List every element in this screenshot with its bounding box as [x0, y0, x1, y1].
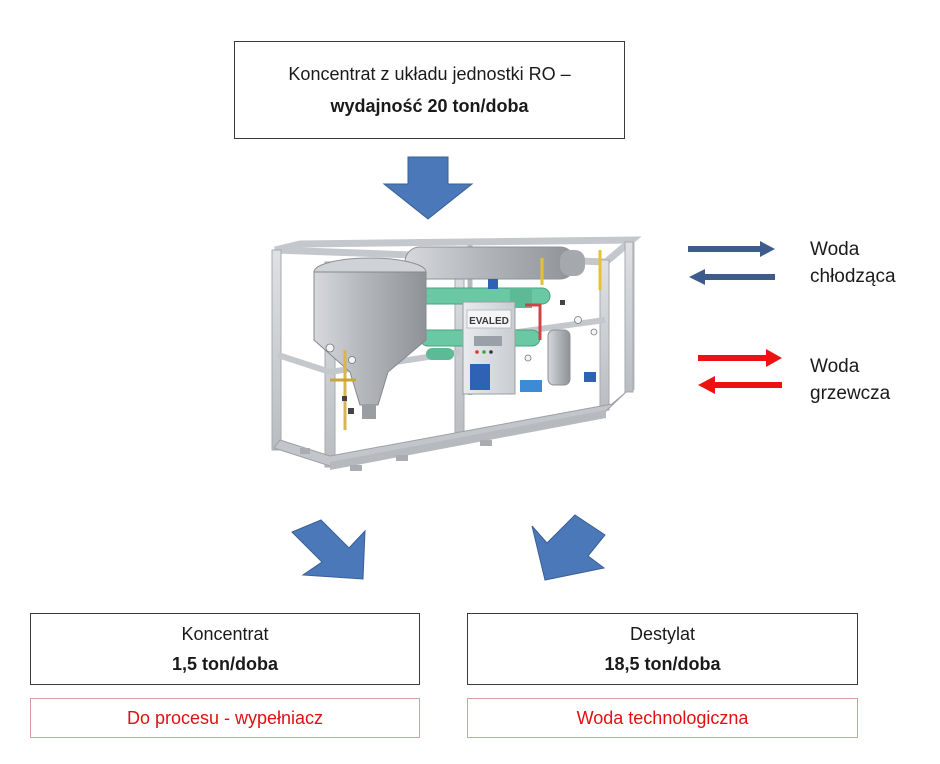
concentrate-amount: 1,5 ton/doba: [171, 654, 278, 674]
flow-arrow-down-left: [291, 519, 366, 580]
machine-brand-label: EVALED: [469, 316, 509, 327]
input-box-line2: wydajność 20 ton/doba: [330, 96, 529, 116]
distillate-destination: Woda technologiczna: [467, 698, 858, 738]
concentrate-name: Koncentrat: [181, 624, 269, 644]
flow-arrow-down: [382, 156, 474, 220]
evaporator-unit: EVALED: [271, 236, 642, 471]
flow-arrow-down-right: [531, 514, 606, 581]
input-box: Koncentrat z układu jednostki RO – wydaj…: [234, 41, 625, 139]
distillate-box: Destylat 18,5 ton/doba: [467, 613, 858, 685]
distillate-amount: 18,5 ton/doba: [604, 654, 721, 674]
legend-cooling-line1: Woda: [810, 239, 860, 260]
concentrate-destination-label: Do procesu - wypełniacz: [126, 707, 324, 728]
legend-cooling-line2: chłodząca: [810, 266, 896, 287]
cooling-water-arrows: [688, 241, 775, 285]
heating-water-arrows: [698, 349, 782, 394]
distillate-name: Destylat: [629, 624, 696, 644]
input-box-line1: Koncentrat z układu jednostki RO –: [288, 64, 571, 84]
legend-heating-water: Woda grzewcza: [810, 353, 890, 407]
concentrate-destination: Do procesu - wypełniacz: [30, 698, 420, 738]
legend-cooling-water: Woda chłodząca: [810, 236, 896, 290]
legend-heating-line2: grzewcza: [810, 383, 891, 404]
legend-heating-line1: Woda: [810, 356, 860, 377]
concentrate-box: Koncentrat 1,5 ton/doba: [30, 613, 420, 685]
distillate-destination-label: Woda technologiczna: [576, 707, 749, 728]
